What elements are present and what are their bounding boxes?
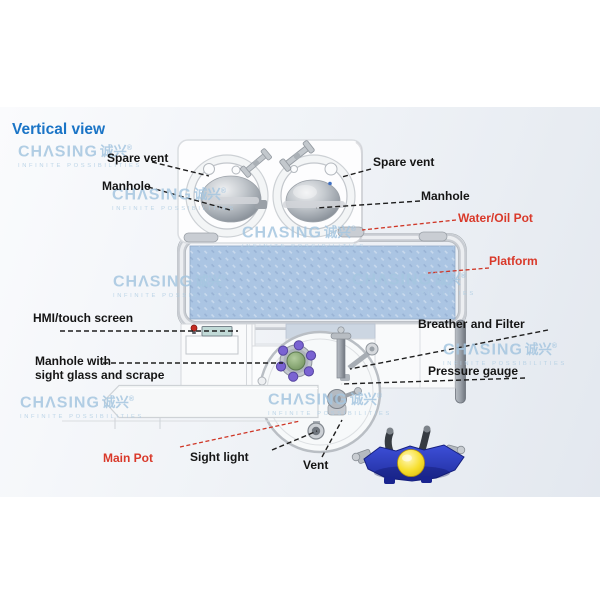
label-spare-vent-right: Spare vent bbox=[373, 155, 435, 169]
label-water-oil-pot: Water/Oil Pot bbox=[458, 211, 533, 225]
label-manhole-left: Manhole bbox=[102, 179, 151, 193]
yellow-ball bbox=[397, 449, 425, 477]
emergency-button bbox=[190, 324, 198, 332]
right-pot-top bbox=[272, 154, 356, 238]
hmi-console bbox=[185, 324, 239, 355]
breather-filter bbox=[330, 326, 352, 381]
right-spare-vent-port bbox=[324, 162, 338, 176]
spare-vent-valve-left bbox=[240, 148, 272, 178]
label-hmi-touch-screen: HMI/touch screen bbox=[33, 311, 134, 325]
page-title: Vertical view bbox=[12, 121, 106, 138]
label-main-pot: Main Pot bbox=[103, 451, 153, 465]
platform bbox=[177, 233, 467, 330]
label-line1: Manhole with bbox=[35, 354, 111, 368]
label-sight-light: Sight light bbox=[190, 450, 249, 464]
label-line2: sight glass and scrape bbox=[35, 368, 165, 382]
sight-glass bbox=[286, 351, 306, 371]
railing-stubs bbox=[183, 226, 448, 243]
leader-lines-black bbox=[60, 161, 549, 458]
left-spare-vent-port bbox=[203, 163, 215, 175]
label-vent: Vent bbox=[303, 458, 329, 472]
label-manhole-right: Manhole bbox=[421, 189, 470, 203]
label-pressure-gauge: Pressure gauge bbox=[428, 364, 519, 378]
leader-lines-red bbox=[179, 219, 490, 448]
label-manhole-sight-glass: Manhole with sight glass and scrape bbox=[35, 354, 164, 382]
pressure-gauge-fitting bbox=[347, 342, 379, 370]
manhole-sight-glass bbox=[275, 340, 317, 382]
sight-light-fitting bbox=[307, 421, 325, 440]
scraper-arm bbox=[62, 384, 319, 429]
blue-valve-part bbox=[351, 425, 466, 484]
vent-fitting bbox=[327, 387, 362, 416]
label-platform: Platform bbox=[489, 254, 538, 268]
platform-leg bbox=[455, 319, 466, 404]
label-spare-vent-left: Spare vent bbox=[107, 151, 169, 165]
label-breather-and-filter: Breather and Filter bbox=[418, 317, 525, 331]
left-pot-top bbox=[185, 154, 269, 238]
spare-vent-valve-right bbox=[279, 140, 315, 172]
